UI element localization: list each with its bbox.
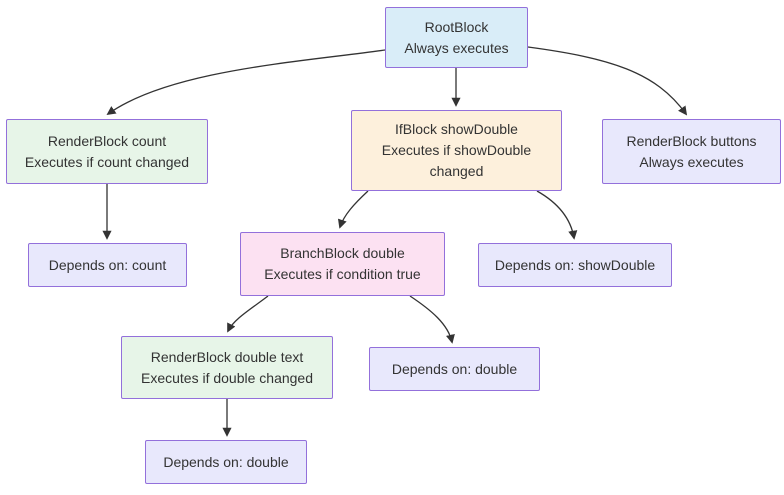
node-renderblock-buttons: RenderBlock buttons Always executes <box>602 119 781 184</box>
edge-root-to-render-buttons <box>527 46 688 116</box>
node-branchblock-double: BranchBlock double Executes if condition… <box>240 232 445 296</box>
node-renderblock-count: RenderBlock count Executes if count chan… <box>6 119 208 184</box>
node-sublabel: Always executes <box>404 39 509 56</box>
node-label: Depends on: count <box>48 256 167 273</box>
node-sublabel: Executes if showDouble <box>381 142 532 158</box>
node-depends-on-count: Depends on: count <box>28 243 187 287</box>
node-depends-on-showdouble: Depends on: showDouble <box>478 243 672 287</box>
node-depends-on-double-right: Depends on: double <box>369 347 540 391</box>
node-sublabel: Executes if double changed <box>140 369 313 386</box>
node-sublabel: Always executes <box>639 153 744 170</box>
node-label: Depends on: double <box>391 360 518 377</box>
node-label: RenderBlock count <box>47 132 167 149</box>
edge-branch-to-render-double-text <box>227 295 269 333</box>
edge-branch-to-depends-double <box>409 295 455 344</box>
node-sublabel: changed <box>429 163 484 179</box>
node-label: RenderBlock buttons <box>626 132 757 149</box>
node-label: IfBlock showDouble <box>395 121 518 137</box>
node-label: BranchBlock double <box>280 245 405 261</box>
node-label: RenderBlock double text <box>150 348 304 365</box>
edge-root-to-render-count <box>106 49 386 116</box>
node-renderblock-double-text: RenderBlock double text Executes if doub… <box>121 336 333 399</box>
node-label: Depends on: showDouble <box>494 256 656 273</box>
edge-if-to-depends-showdouble <box>536 190 578 240</box>
node-label: Depends on: double <box>163 453 289 470</box>
node-depends-on-double-bottom: Depends on: double <box>145 440 307 484</box>
edge-if-to-branch-double <box>337 190 369 229</box>
node-sublabel: Executes if condition true <box>264 266 421 282</box>
node-rootblock: RootBlock Always executes <box>385 7 528 68</box>
node-label: RootBlock <box>424 18 489 35</box>
node-ifblock-showdouble: IfBlock showDouble Executes if showDoubl… <box>351 110 562 191</box>
node-sublabel: Executes if count changed <box>24 153 190 170</box>
